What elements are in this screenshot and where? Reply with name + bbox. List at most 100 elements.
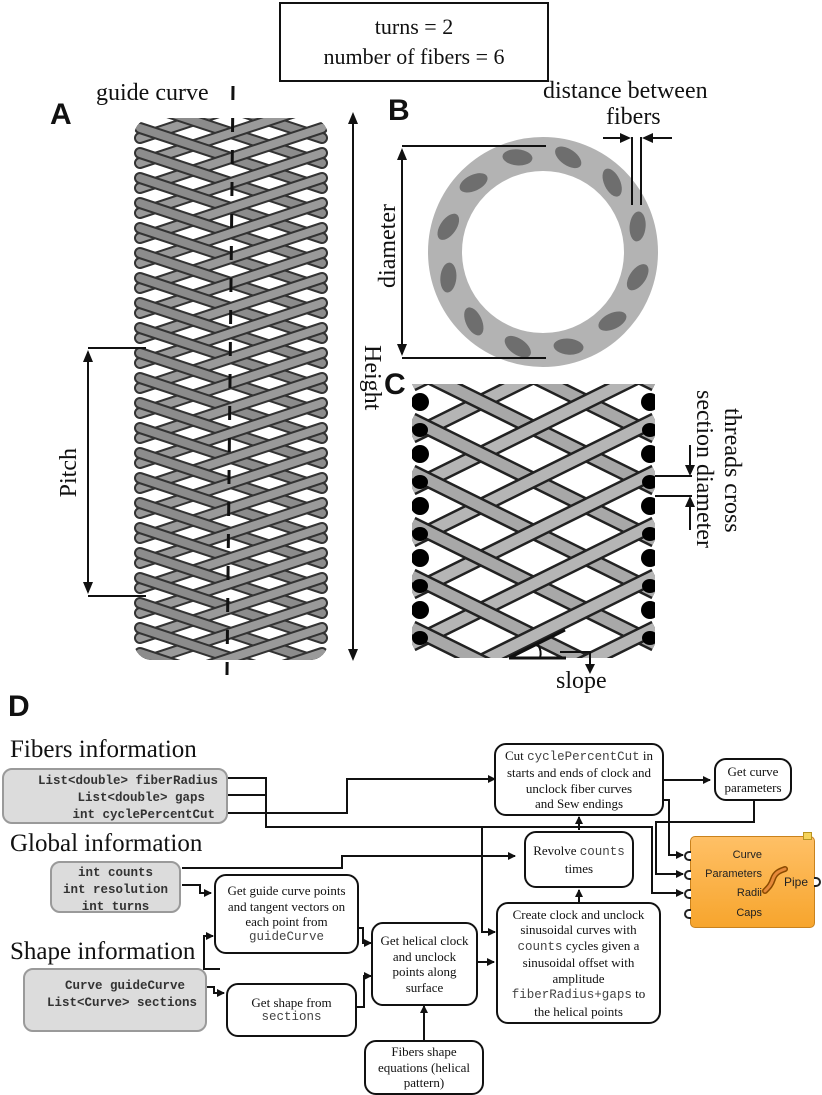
node-text: each point from (245, 914, 328, 929)
node-text: Get curve (727, 764, 779, 779)
guide-curve-axis (225, 85, 235, 676)
threads-label-1: threads cross (719, 408, 745, 533)
fiber-strand (134, 647, 328, 660)
thread-section (642, 579, 655, 593)
thread-section (642, 475, 655, 489)
input-fiber-radius: List<double> fiberRadius (37, 774, 218, 788)
node-code: fiberRadius+gaps (511, 988, 632, 1003)
global-input-group: int counts int resolution int turns (50, 861, 181, 914)
pipe-input-radii[interactable]: Radii (736, 887, 762, 899)
thread-section (412, 549, 429, 567)
fiber-strand (136, 474, 326, 542)
thread-section (412, 423, 428, 437)
fiber-strand (136, 324, 326, 392)
node-text: Fibers shape (391, 1044, 457, 1060)
diameter-label: diameter (375, 204, 401, 288)
thread-section (412, 475, 428, 489)
panel-d-letter: D (8, 690, 30, 723)
fiber-section (464, 307, 484, 336)
pipe-icon (762, 866, 788, 894)
node-get-shape: Get shape from sections (226, 983, 357, 1037)
node-text: cycles given a (562, 937, 640, 953)
node-text: times (564, 860, 594, 876)
thread-section (412, 631, 428, 645)
node-text: counts cycles given a (512, 938, 645, 956)
thread-section (412, 527, 428, 541)
thread (581, 623, 655, 658)
port-curve[interactable] (684, 851, 691, 861)
pipe-input-caps[interactable]: Caps (736, 907, 762, 919)
node-text: the helical points (534, 1003, 623, 1019)
fiber-strand (140, 678, 322, 700)
pipe-output[interactable]: Pipe (783, 875, 808, 889)
node-helical-points: Get helical clock and unclock points alo… (371, 922, 478, 1006)
node-text: to (631, 986, 646, 1002)
fiber-section (602, 168, 622, 197)
node-revolve: Revolve counts times (524, 831, 634, 888)
pipe-component[interactable]: Curve Parameters Radii Caps Pipe (684, 832, 821, 928)
node-text: pattern) (403, 1075, 445, 1091)
node-text: sinusoidal curves with (520, 922, 637, 938)
pipe-input-curve[interactable]: Curve (732, 849, 762, 861)
node-text: starts and ends of clock and (506, 765, 652, 780)
node-text: surface (405, 979, 444, 995)
input-cycle-percent-cut: int cyclePercentCut (72, 808, 215, 822)
thread (412, 680, 655, 700)
guide-curve-label: guide curve (96, 80, 209, 106)
port-radii[interactable] (684, 889, 691, 899)
thread-section (641, 601, 655, 619)
thread-section (412, 579, 428, 593)
fiber-strand (136, 449, 326, 517)
node-code: counts (517, 939, 563, 954)
fiber-section (504, 335, 531, 358)
panel-b-letter: B (388, 94, 410, 127)
shape-input-group: Curve guideCurve List<Curve> sections (23, 968, 207, 1032)
thread (476, 571, 655, 658)
thread (412, 384, 636, 493)
fiber-section (553, 338, 584, 355)
node-text: Cut cyclePercentCut in (505, 748, 653, 766)
thread-section (641, 393, 655, 411)
pitch-label: Pitch (56, 448, 82, 498)
thread (412, 415, 655, 545)
node-curve-parameters: Get curve parameters (714, 758, 792, 801)
fibers-input-group: List<double> fiberRadius List<double> ga… (2, 768, 228, 824)
node-text: in (639, 747, 653, 763)
fiber-strand (136, 299, 326, 367)
fiber-strand (136, 274, 326, 342)
input-gaps: List<double> gaps (77, 791, 205, 805)
thread (537, 384, 655, 441)
turns-value: turns = 2 (374, 14, 454, 39)
node-text: unclock fiber curves (525, 780, 633, 796)
height-label: Height (359, 345, 385, 411)
node-text: and Sew endings (534, 796, 624, 811)
port-caps[interactable] (684, 909, 691, 919)
thread (412, 467, 655, 597)
thread (412, 680, 655, 700)
port-pipe-out[interactable] (814, 877, 821, 887)
node-text: fiberRadius+gaps to (512, 986, 645, 1004)
node-text: points along (392, 964, 457, 979)
fiber-strand (136, 599, 326, 660)
port-parameters[interactable] (684, 870, 691, 880)
fiber-strand (136, 424, 326, 492)
parameters-box: turns = 2 number of fibers = 6 (279, 2, 549, 82)
pipe-input-parameters[interactable]: Parameters (705, 868, 762, 880)
fiber-strand (140, 678, 322, 700)
distance-label-2: fibers (606, 104, 661, 130)
thread (412, 680, 655, 700)
fiber-strand (140, 678, 322, 700)
fiber-section (459, 173, 488, 193)
thread-section (642, 527, 655, 541)
node-code: guideCurve (248, 929, 324, 944)
distance-arrow-right (642, 133, 653, 143)
thread-section (641, 497, 655, 515)
node-text: Revolve (533, 843, 580, 858)
node-text: Cut (505, 747, 528, 763)
thread (412, 519, 655, 649)
threads-label-2: section diameter (691, 390, 717, 548)
slope-label: slope (556, 668, 607, 694)
panel-c-letter: C (384, 368, 406, 401)
node-code: counts (579, 845, 625, 859)
input-resolution: int resolution (62, 883, 169, 897)
